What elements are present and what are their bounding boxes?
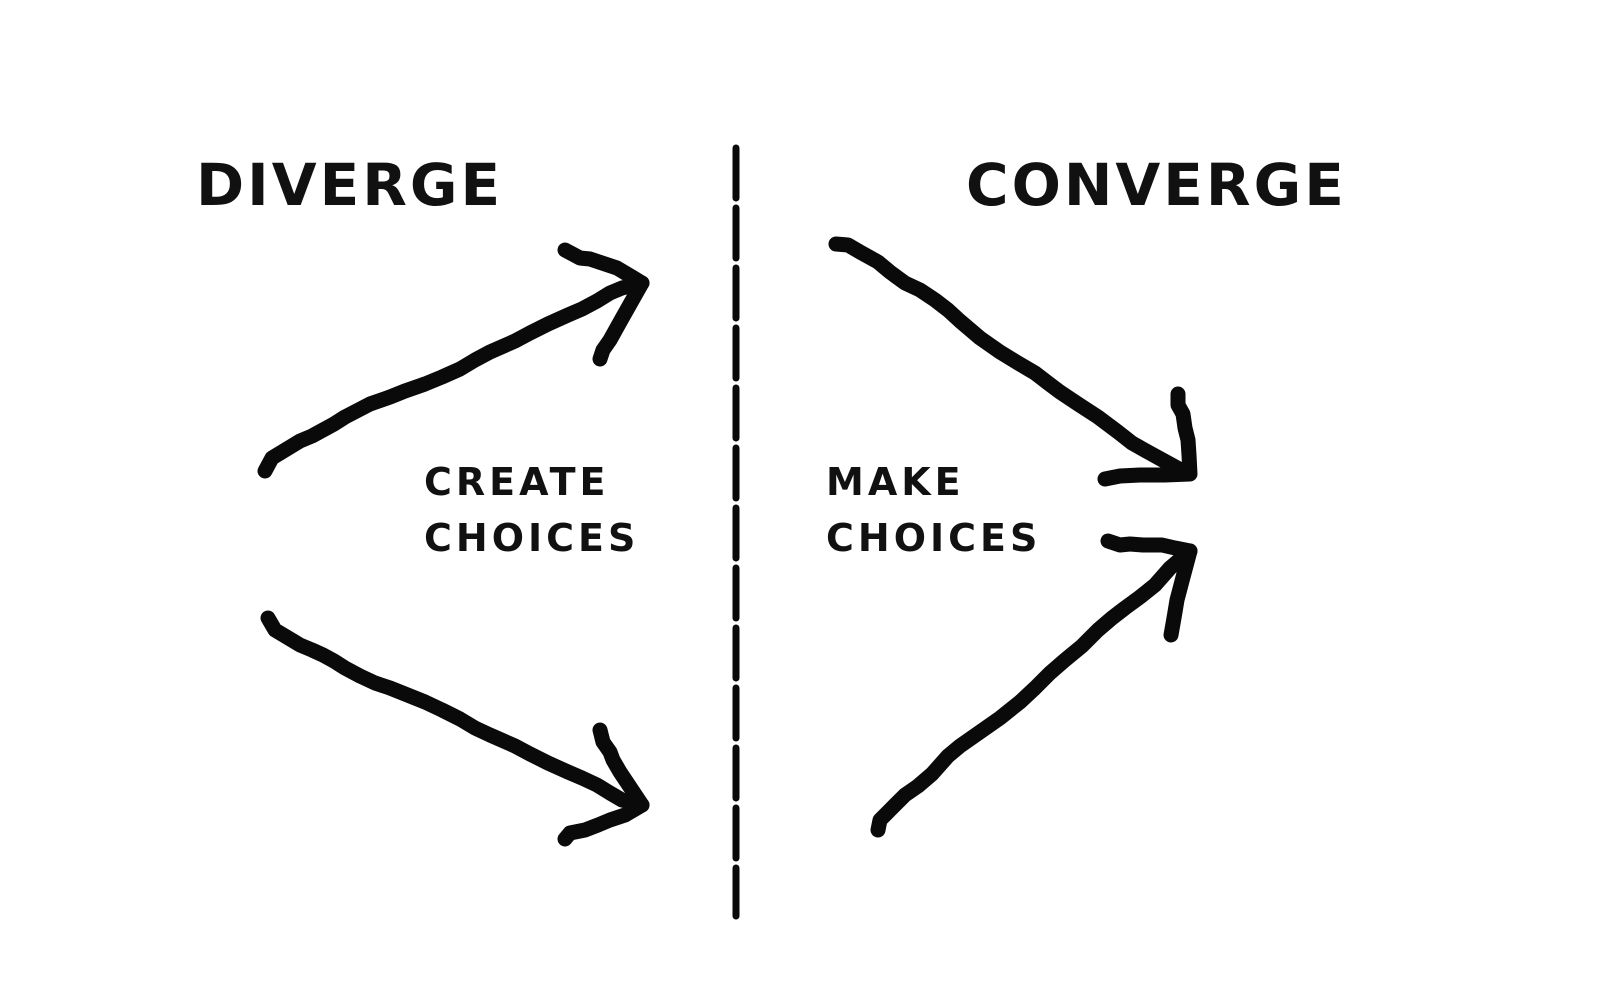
- make-choices-caption: MAKE CHOICES: [826, 454, 1041, 566]
- converge-lower-arrow: [870, 533, 1198, 838]
- converge-lower-arrow-shaft: [870, 543, 1198, 838]
- create-choices-caption-line-2: CHOICES: [424, 516, 640, 560]
- converge-upper-arrowhead: [1097, 386, 1198, 487]
- converge-heading: CONVERGE: [966, 151, 1347, 219]
- diverge-upper-arrow: [257, 242, 650, 479]
- converge-lower-arrowhead: [1100, 533, 1198, 643]
- make-choices-caption-line-2: CHOICES: [826, 516, 1042, 560]
- converge-upper-arrow-shaft: [828, 236, 1196, 482]
- create-choices-caption-line-1: CREATE: [424, 460, 610, 504]
- diverge-heading: DIVERGE: [196, 151, 504, 219]
- make-choices-caption-line-1: MAKE: [826, 460, 965, 504]
- create-choices-caption: CREATE CHOICES: [424, 454, 639, 566]
- converge-upper-arrow: [828, 236, 1198, 487]
- diverge-upper-arrowhead: [557, 242, 650, 367]
- diverge-upper-arrow-shaft: [257, 275, 650, 479]
- diverge-lower-arrow-shaft: [260, 610, 650, 813]
- diverge-lower-arrow: [260, 610, 650, 847]
- diverge-lower-arrowhead: [557, 722, 650, 847]
